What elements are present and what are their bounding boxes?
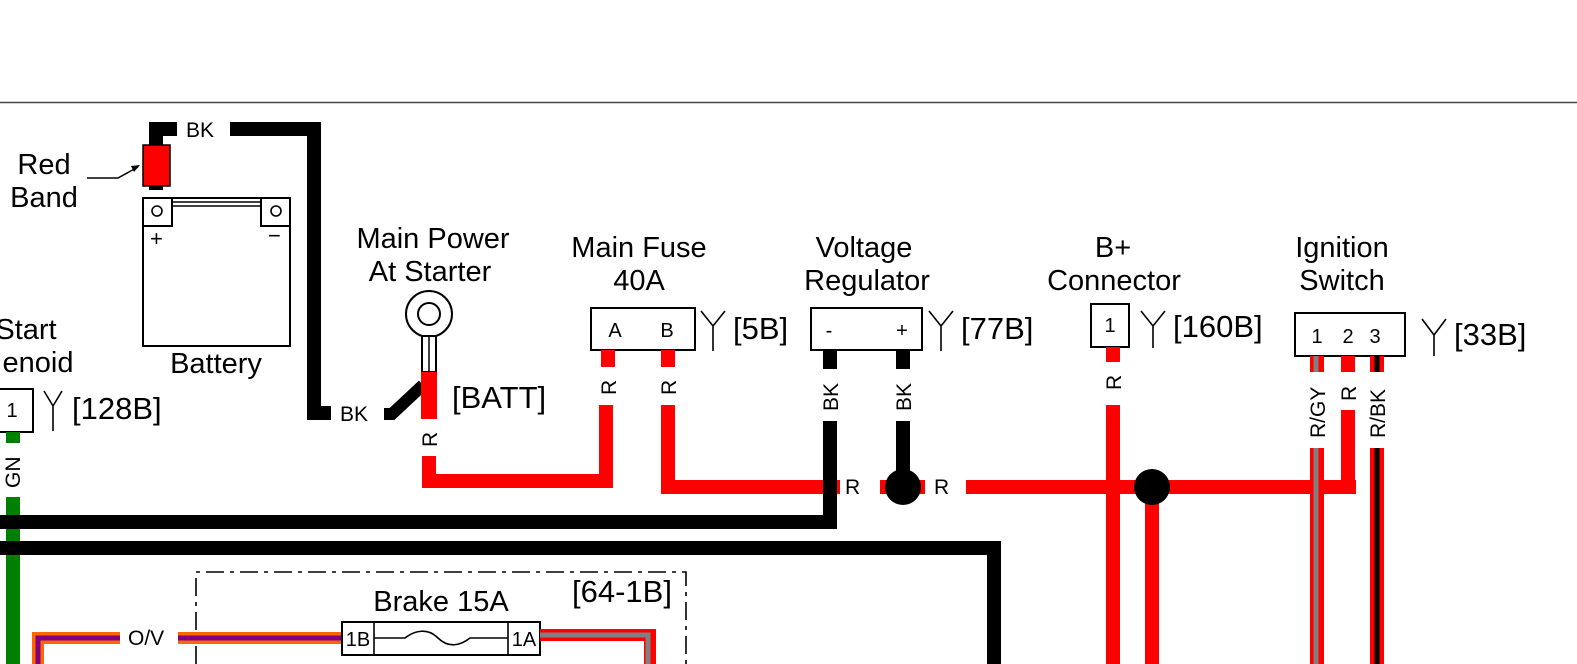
bus-label-1: R [845,476,860,499]
b-plus-label-line1: B+ [1095,232,1131,264]
o-v-wire-left [35,635,120,664]
voltage-regulator: Voltage Regulator - + [77B] BK BK [0,232,1033,529]
battery-bk-cable-right [230,122,331,420]
start-solenoid-label-line1: Start [0,314,57,346]
red-band-label-line2: Band [10,182,78,214]
batt-to-fuse-red-wire [422,405,613,488]
bk-ground-bus [0,541,1001,664]
ignition-ref: [33B] [1454,317,1526,352]
battery-plus-sign: + [150,226,163,251]
main-power-label-line2: At Starter [369,256,492,288]
red-band [142,144,171,187]
ignition-label-line1: Ignition [1295,232,1389,264]
vreg-connector [810,307,923,351]
battery-minus-sign: − [268,223,281,248]
red-power-bus: R R [845,405,1356,664]
start-solenoid-pin: 1 [6,400,17,422]
connector-symbol-icon [1140,310,1166,348]
r-bk-wire-label: R/BK [1367,389,1390,438]
o-v-wire-label: O/V [128,627,164,650]
fuse-a-wire-label: R [598,380,621,395]
main-fuse-pin-b: B [660,320,673,342]
brake-fuse-pin-1a: 1A [512,629,537,651]
fuse-block-ref: [64-1B] [572,574,672,609]
brake-fuse-label: Brake 15A [373,586,509,618]
splice-node [885,469,921,505]
ignition-pin-3: 3 [1369,326,1380,348]
main-fuse-label-line2: 40A [613,265,665,297]
brake-fuse-block: [64-1B] Brake 15A O/V 1B 1A [32,571,687,664]
main-fuse-pin-a: A [608,320,622,342]
gn-wire-label: GN [2,457,25,489]
connector-symbol-icon [1421,318,1447,356]
battery-cable-label: BK [186,119,214,142]
vreg-label-line2: Regulator [804,265,930,297]
b-plus-connector: B+ Connector 1 [160B] R [1047,232,1263,390]
fuse-block-outline [195,571,687,664]
battery: BK + − Battery [142,119,331,420]
ignition-pin-2: 2 [1342,326,1353,348]
r-gy-wire-label: R/GY [1307,387,1330,438]
batt-wire-label: R [419,432,442,447]
callout-arrow-icon [131,165,140,172]
starter-ground-label: BK [340,403,368,426]
b-plus-label-line2: Connector [1047,265,1181,297]
vreg-ground-bk-wire [0,421,837,529]
red-band-label-line1: Red [17,149,70,181]
main-fuse-label-line1: Main Fuse [571,232,706,264]
ignition-pin-1: 1 [1311,326,1322,348]
callout-leader-line [87,166,139,179]
vreg-pin-plus: + [896,320,908,342]
start-solenoid: Start enoid 1 [128B] GN [0,314,162,664]
start-solenoid-label-line2: enoid [3,347,74,379]
fuse-b-wire-label: R [658,380,681,395]
main-fuse: Main Fuse 40A A B [5B] R R [571,232,840,494]
ignition-r-wire-label: R [1338,386,1361,401]
main-fuse-connector [590,307,696,351]
main-fuse-ref: [5B] [733,311,788,346]
main-power-label-line1: Main Power [356,223,509,255]
b-plus-pin: 1 [1104,315,1115,337]
terminal-hole-icon [151,205,163,217]
batt-ref: [BATT] [452,380,546,415]
ignition-label-line2: Switch [1299,265,1384,297]
vreg-minus-wire-label: BK [820,383,843,411]
fuse-b-red-wire [661,405,840,494]
vreg-pin-minus: - [826,320,833,342]
connector-symbol-icon [700,310,726,351]
b-plus-wire-label: R [1103,375,1126,390]
brake-fuse-body [341,621,541,656]
splice-node [1134,469,1170,505]
vreg-label-line1: Voltage [816,232,913,264]
starter-bk-ground-wire [384,380,428,420]
main-power-at-starter: Main Power At Starter BK R [BATT] [340,223,613,488]
r-gy-brake-wire [540,632,651,664]
connector-symbol-icon [43,390,63,431]
red-band-callout: Red Band [10,149,140,214]
ignition-switch: Ignition Switch 1 2 3 [33B] R/GY R R/BK [1294,232,1526,664]
fuse-element-icon [374,630,508,646]
battery-label: Battery [170,348,262,380]
terminal-hole-icon [270,205,282,217]
start-solenoid-ref: [128B] [72,391,162,426]
b-plus-ref: [160B] [1173,309,1263,344]
connector-symbol-icon [928,310,954,351]
vreg-plus-wire-label: BK [893,383,916,411]
bus-label-2: R [934,476,949,499]
brake-fuse-pin-1b: 1B [346,629,370,651]
vreg-ref: [77B] [961,311,1033,346]
